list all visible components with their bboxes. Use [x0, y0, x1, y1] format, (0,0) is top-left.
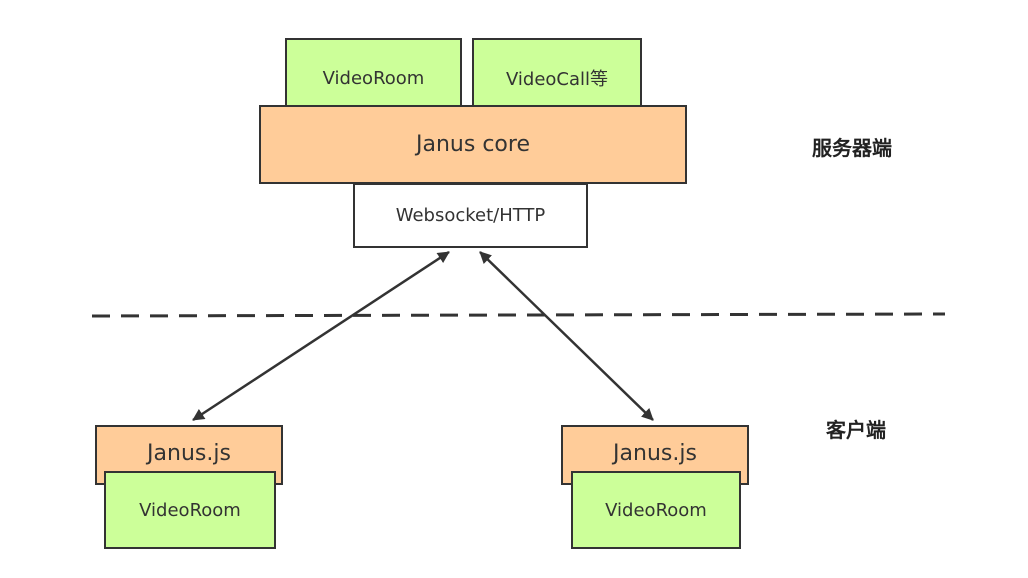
server-side-label: 服务器端	[812, 136, 892, 160]
client-side-label: 客户端	[826, 418, 886, 442]
janus-core-box: Janus core	[259, 105, 687, 184]
client-1-videoroom-box: VideoRoom	[104, 471, 276, 549]
client-2-videoroom-box: VideoRoom	[571, 471, 741, 549]
transport-box: Websocket/HTTP	[353, 183, 588, 248]
connection-arrow-left	[192, 250, 450, 422]
plugin-videocall-box: VideoCall等	[472, 38, 642, 118]
server-client-divider	[91, 312, 946, 318]
plugin-videoroom-box: VideoRoom	[285, 38, 462, 118]
connection-arrow-right	[479, 251, 654, 421]
